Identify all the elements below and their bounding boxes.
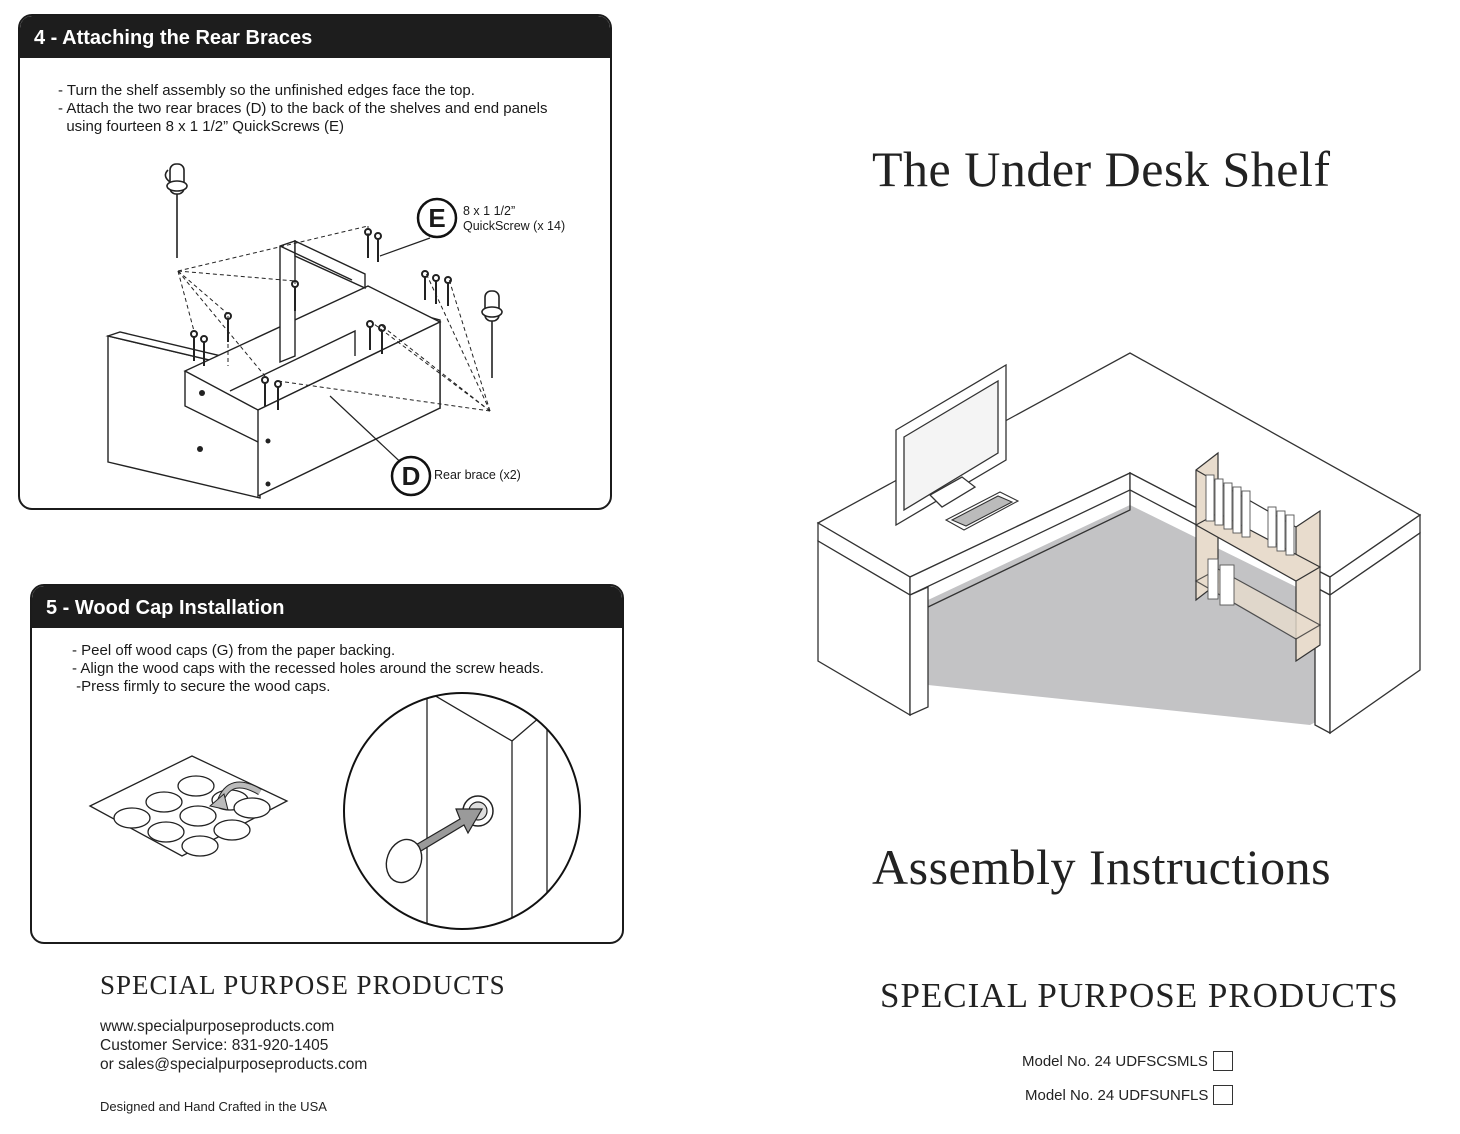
rear-brace-assembly-diagram <box>105 163 503 499</box>
step-4-instructions: - Turn the shelf assembly so the unfinis… <box>58 82 547 136</box>
model-number-label: Model No. 24 UDFSCSMLS <box>1022 1052 1208 1070</box>
rear-brace-d <box>279 240 296 364</box>
step-5-bullet: -Press firmly to secure the wood caps. <box>72 678 331 695</box>
callout-e-size: 8 x 1 1/2” <box>463 204 516 218</box>
callout-d-letter: D <box>401 461 421 491</box>
front-company-name: SPECIAL PURPOSE PRODUCTS <box>880 976 1399 1015</box>
back-company-name: SPECIAL PURPOSE PRODUCTS <box>100 970 506 1000</box>
model-number-label: Model No. 24 UDFSUNFLS <box>1025 1086 1209 1104</box>
step-4-bullet: - Turn the shelf assembly so the unfinis… <box>58 82 475 99</box>
callout-e-circle <box>416 197 458 239</box>
step-5-bullet: - Align the wood caps with the recessed … <box>72 660 544 677</box>
website-link[interactable]: www.specialpurposeproducts.com <box>100 1018 335 1035</box>
wood-cap-closeup-illustration <box>343 692 581 930</box>
callout-e-label: 8 x 1 1/2” QuickScrew (x 14) <box>463 204 565 234</box>
screwdriver-icon <box>164 163 188 258</box>
shelf-end-panel-front <box>1295 509 1321 663</box>
step-5-bullet: - Peel off wood caps (G) from the paper … <box>72 642 396 659</box>
under-desk-shelf-illustration <box>816 352 1422 735</box>
step-5-title: 5 - Wood Cap Installation <box>32 586 622 628</box>
sales-email[interactable]: or sales@specialpurposeproducts.com <box>100 1056 368 1073</box>
keyboard-icon <box>944 491 1020 531</box>
step-4-panel: 4 - Attaching the Rear Braces - Turn the… <box>18 14 612 510</box>
callout-d-label: Rear brace (x2) <box>434 468 521 482</box>
callout-e-name: QuickScrew (x 14) <box>463 219 566 233</box>
step-4-title: 4 - Attaching the Rear Braces <box>20 16 610 58</box>
model-option[interactable]: Model No. 24 UDFSCSMLS <box>1022 1051 1233 1071</box>
step-5-panel: 5 - Wood Cap Installation - Peel off woo… <box>30 584 624 944</box>
step-5-instructions: - Peel off wood caps (G) from the paper … <box>72 642 544 696</box>
model-option[interactable]: Model No. 24 UDFSUNFLS <box>1025 1085 1234 1105</box>
model-checkbox[interactable] <box>1212 1051 1233 1071</box>
step-4-bullet: using fourteen 8 x 1 1/2” QuickScrews (E… <box>58 118 344 135</box>
contact-block: www.specialpurposeproducts.com Customer … <box>100 1017 367 1074</box>
customer-service-phone: Customer Service: 831-920-1405 <box>100 1037 329 1054</box>
monitor-icon <box>895 363 1007 527</box>
screwdriver-icon <box>481 290 503 378</box>
step-4-bullet: - Attach the two rear braces (D) to the … <box>58 100 548 117</box>
callout-d-circle <box>390 455 432 497</box>
document-title: Assembly Instructions <box>872 839 1332 895</box>
made-in-usa-tagline: Designed and Hand Crafted in the USA <box>100 1099 327 1114</box>
wood-cap-sheet-illustration <box>88 755 289 857</box>
callout-e-letter: E <box>428 203 446 233</box>
model-checkbox[interactable] <box>1213 1085 1234 1105</box>
product-title: The Under Desk Shelf <box>872 141 1331 197</box>
